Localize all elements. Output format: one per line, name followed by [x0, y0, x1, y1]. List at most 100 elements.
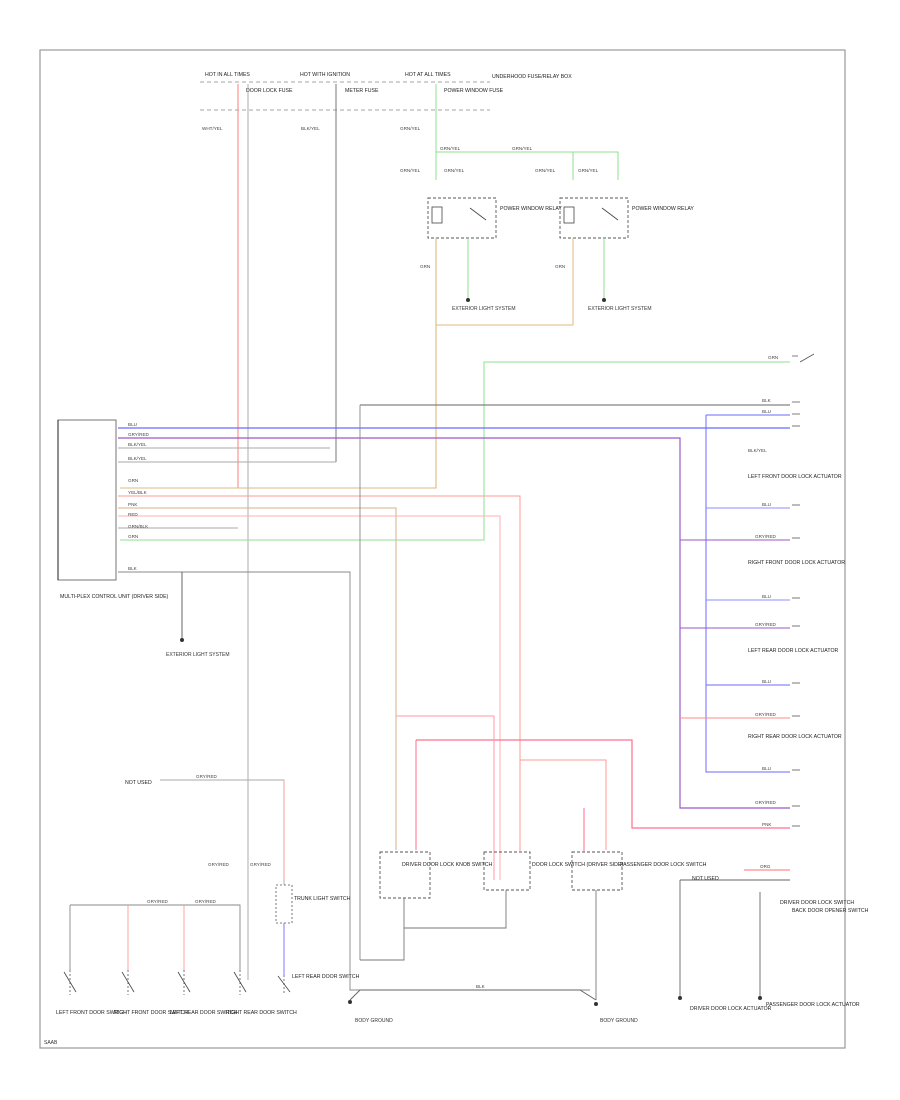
wire-tan-relay1 [120, 238, 437, 489]
bus-label-7: PNK [128, 502, 138, 507]
wire-pink-right [416, 739, 790, 829]
br-label-c: BACK DOOR OPENER SWITCH [792, 908, 869, 914]
bus-label-11: BLK [128, 566, 138, 571]
wire-pink-mid [396, 715, 495, 880]
wire-tan-relay2 [436, 238, 574, 326]
right-label-2: RIGHT FRONT DOOR LOCK ACTUATOR [748, 560, 845, 566]
wire-label-r2: GRY/RED [755, 534, 777, 539]
corner-tag: SAAB [44, 1040, 58, 1046]
relay-1: POWER WINDOW RELAY [427, 197, 562, 239]
wire-label-r-blkyel: BLK/YEL [748, 448, 767, 453]
right-label-1: LEFT FRONT DOOR LOCK ACTUATOR [748, 474, 842, 480]
right-label-3: LEFT REAR DOOR LOCK ACTUATOR [748, 648, 838, 654]
door-switch-2-label: RIGHT FRONT DOOR SWITCH [114, 1010, 188, 1016]
wire-label-r4: GRY/RED [755, 622, 777, 627]
fuse-1-label: DOOR LOCK FUSE [246, 88, 293, 94]
wire-label-sw-d: GRY/RED [250, 862, 272, 867]
wire-label-relay2-a: GRN/YEL [535, 168, 556, 173]
fuse-3-label: POWER WINDOW FUSE [444, 88, 504, 94]
bus-label-9: GRN/BLK [128, 524, 149, 529]
wire-label-sw-b: GRY/RED [195, 899, 217, 904]
wire-black-2 [118, 571, 590, 991]
wire-switch-bus [70, 904, 241, 970]
right-connectors [792, 353, 815, 827]
wire-label-feed-red: WHT/YEL [202, 126, 223, 131]
door-switch-4: RIGHT REAR DOOR SWITCH [226, 970, 297, 1016]
wire-green-long [120, 361, 790, 541]
wire-comp1-down [360, 898, 405, 961]
relay-2: POWER WINDOW RELAY [559, 197, 694, 239]
wire-label-r-top: BLK [762, 398, 772, 403]
module-label: MULTI-PLEX CONTROL UNIT (DRIVER SIDE) [60, 594, 169, 600]
door-switch-1: LEFT FRONT DOOR SWITCH [56, 970, 127, 1016]
door-switch-5: LEFT REAR DOOR SWITCH [277, 974, 360, 995]
door-switch-4-label: RIGHT REAR DOOR SWITCH [226, 1010, 297, 1016]
bus-label-8: RED [128, 512, 138, 517]
wire-red-2 [118, 495, 607, 850]
wire-label-r10: ORG [760, 864, 771, 869]
wire-label-r-blu: BLU [762, 409, 771, 414]
trunk-switch: TRUNK LIGHT SWITCH [275, 884, 351, 924]
wire-label-r5: BLU [762, 679, 771, 684]
wire-red-3 [118, 515, 501, 880]
wire-label-relay2-b: GRN/YEL [578, 168, 599, 173]
bus-label-4: BLK/YEL [128, 456, 147, 461]
wire-green-feed [435, 84, 619, 180]
relay-2-label: POWER WINDOW RELAY [632, 206, 694, 212]
wire-label-r6: GRY/RED [755, 712, 777, 717]
label-not-used: NOT USED [125, 780, 152, 786]
wire-label-feed-grn: GRN/YEL [400, 126, 421, 131]
bus-label-5: GRN [128, 478, 138, 483]
wire-label-sw-a: GRY/RED [147, 899, 169, 904]
component-3-label: PASSENGER DOOR LOCK SWITCH [620, 862, 707, 868]
ground-1-label: EXTERIOR LIGHT SYSTEM [452, 306, 516, 312]
fuse-label-right-sub: UNDERHOOD FUSE/RELAY BOX [492, 74, 572, 80]
wire-label-left-top: GRY/RED [196, 774, 218, 779]
door-switch-3: LEFT REAR DOOR SWITCH [170, 970, 238, 1016]
wire-comp2-down [404, 890, 507, 929]
wire-label-r1: BLU [762, 502, 771, 507]
ground-3-label: EXTERIOR LIGHT SYSTEM [166, 652, 230, 658]
wire-label-relay2-out: GRN [555, 264, 565, 269]
component-2-label: DOOR LOCK SWITCH (DRIVER SIDE) [532, 862, 623, 868]
relay-1-label: POWER WINDOW RELAY [500, 206, 562, 212]
door-switch-2: RIGHT FRONT DOOR SWITCH [114, 970, 188, 1016]
fuse-label-center: HOT WITH IGNITION [300, 72, 350, 78]
wire-label-r9: PNK [762, 822, 772, 827]
br-label-a: DRIVER DOOR LOCK ACTUATOR [690, 1006, 772, 1012]
wire-label-ground-bus: BLK [476, 984, 486, 989]
wire-label-relay1-out: GRN [420, 264, 430, 269]
fuse-label-left: HOT IN ALL TIMES [205, 72, 250, 78]
wire-purple-1 [118, 437, 790, 809]
bus-label-10: GRN [128, 534, 138, 539]
bottom-ground-2: BODY GROUND [600, 1018, 638, 1024]
fuse-box-header: HOT IN ALL TIMES HOT WITH IGNITION HOT A… [200, 72, 572, 111]
wire-label-grn-1: GRN/YEL [440, 146, 461, 151]
fuse-2-label: METER FUSE [345, 88, 379, 94]
bus-label-1: BLU [128, 422, 137, 427]
wire-label-sw-c: GRY/RED [208, 862, 230, 867]
bus-label-2: GRY/RED [128, 432, 150, 437]
wire-label-relay1-a: GRN/YEL [400, 168, 421, 173]
right-label-4: RIGHT REAR DOOR LOCK ACTUATOR [748, 734, 842, 740]
wire-pink-1 [118, 507, 397, 850]
bus-label-3: BLK/YEL [128, 442, 147, 447]
door-switch-3-label: LEFT REAR DOOR SWITCH [170, 1010, 238, 1016]
wire-label-green-right: GRN [768, 355, 778, 360]
diagram-border [39, 49, 846, 1049]
br-label-b: PASSENGER DOOR LOCK ACTUATOR [766, 1002, 860, 1008]
wire-label-relay1-b: GRN/YEL [444, 168, 465, 173]
wire-label-feed-blk: BLK/YEL [301, 126, 320, 131]
right-label-5: DRIVER DOOR LOCK SWITCH [780, 900, 854, 906]
bus-label-6: YEL/BLK [128, 490, 148, 495]
bottom-ground-1: BODY GROUND [355, 1018, 393, 1024]
wire-blue-vert [705, 415, 790, 773]
component-1-label: DRIVER DOOR LOCK KNOB SWITCH [402, 862, 492, 868]
trunk-label: TRUNK LIGHT SWITCH [294, 896, 351, 902]
component-2: DOOR LOCK SWITCH (DRIVER SIDE) [483, 851, 623, 891]
wire-label-grn-2: GRN/YEL [512, 146, 533, 151]
wire-left-top [160, 779, 285, 885]
ground-2-label: EXTERIOR LIGHT SYSTEM [588, 306, 652, 312]
wire-label-r8: GRY/RED [755, 800, 777, 805]
